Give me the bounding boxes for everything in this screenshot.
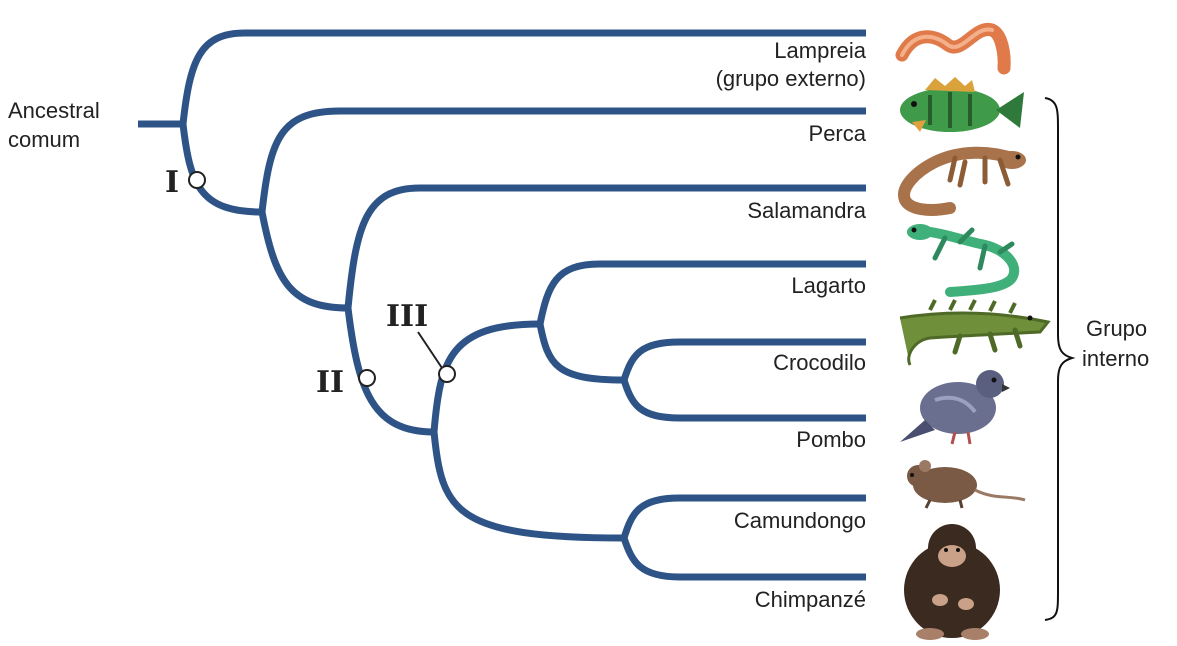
node-I-label: I [165,165,179,200]
animal-icons [895,23,1051,640]
branch-camundongo [620,494,866,540]
node-II-label: II [316,365,344,400]
branch-tetrapods [258,211,349,312]
branch-lampreia [179,29,866,125]
node-II-marker [358,369,376,387]
root-label-line1: Ancestral [8,98,100,123]
taxon-pombo: Pombo [796,427,866,452]
tree-branches [138,29,866,581]
perch-icon [900,77,1024,132]
branch-perca [258,107,866,213]
node-III-marker [438,365,456,383]
branch-ingroup [179,123,263,216]
branch-amniotes [344,307,435,436]
branch-lagarto [536,260,866,325]
taxon-lagarto: Lagarto [791,273,866,298]
chimpanzee-icon [904,524,1000,640]
taxon-perca: Perca [809,121,867,146]
group-label-line1: Grupo [1086,316,1147,341]
taxon-lampreia-line1: Lampreia [774,38,866,63]
node-III-label: III [386,299,428,334]
group-label-line2: interno [1082,346,1149,371]
root-label-line2: comum [8,127,80,152]
ingroup-brace [1044,97,1076,621]
taxon-crocodilo: Crocodilo [773,350,866,375]
taxon-salamandra: Salamandra [747,198,866,223]
branch-mammals [430,431,625,542]
branch-pombo [620,378,866,422]
crocodile-icon [899,299,1051,366]
taxon-camundongo: Camundongo [734,508,866,533]
branch-reptiles [430,320,541,433]
mouse-icon [907,460,1026,509]
taxon-chimpanze: Chimpanzé [755,587,866,612]
lamprey-icon [895,23,1011,75]
lizard-icon [907,224,1019,297]
taxon-labels: Lampreia (grupo externo) Perca Salamandr… [716,38,867,612]
node-I-marker [188,171,206,189]
branch-salamandra [344,184,866,309]
branch-crocodilo [620,338,866,382]
branch-archosaurs [536,323,625,384]
salamander-icon [898,146,1026,216]
branch-chimpanze [620,536,866,581]
pigeon-icon [900,370,1010,445]
node-III-leader [417,331,443,369]
taxon-lampreia-line2: (grupo externo) [716,66,866,91]
